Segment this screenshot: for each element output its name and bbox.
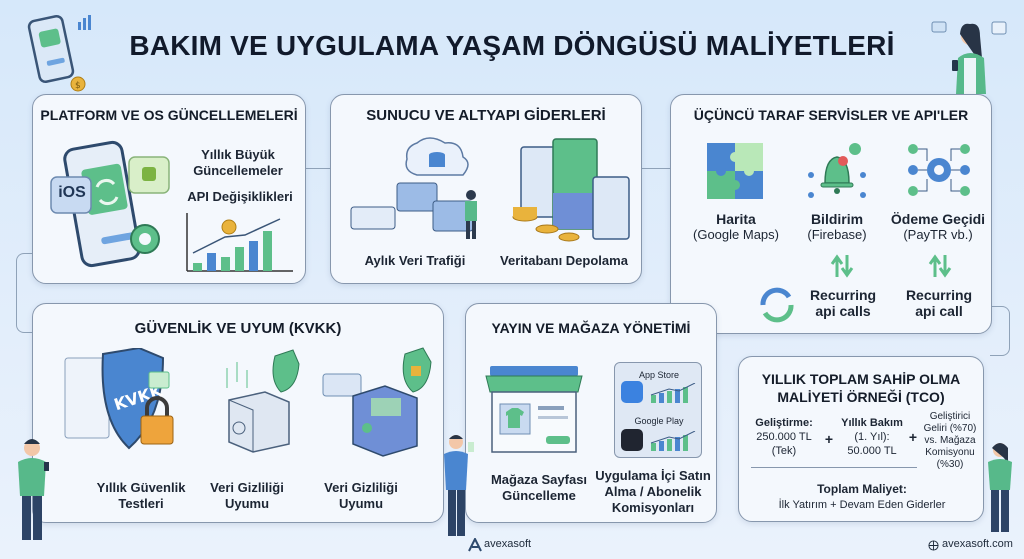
data-privacy-compliance-label: Veri Gizliliği Uyumu xyxy=(324,480,398,511)
sales-chart-icon xyxy=(649,383,697,403)
safe-shield-icon xyxy=(205,348,305,458)
app-store-icon xyxy=(621,381,643,403)
card-title: YAYIN VE MAĞAZA YÖNETİMİ xyxy=(491,320,691,336)
tco-title-line1: YILLIK TOPLAM SAHİP OLMA xyxy=(761,371,961,387)
puzzle-map-icon xyxy=(707,143,763,199)
avexasoft-logo-icon xyxy=(468,538,482,552)
tco-total-description: İlk Yatırım + Devam Eden Giderler xyxy=(778,499,946,511)
plus-sign: + xyxy=(824,431,834,447)
page-title: BAKIM VE UYGULAMA YAŞAM DÖNGÜSÜ MALİYETL… xyxy=(129,30,895,61)
service-provider-map: (Google Maps) xyxy=(693,227,779,242)
recurring-api-calls-label: Recurring api calls xyxy=(809,287,877,319)
tco-development-title: Geliştirme: xyxy=(755,417,813,429)
plus-sign: + xyxy=(908,429,918,445)
data-privacy-compliance-label: Veri Gizliliği Uyumu xyxy=(210,480,284,511)
database-storage-icon xyxy=(507,137,637,247)
secure-server-id-icon xyxy=(319,346,439,458)
phone-sync-icon xyxy=(45,139,175,274)
connector-line xyxy=(640,168,670,169)
storefront-icon xyxy=(484,364,584,459)
man-with-phone-illustration-icon xyxy=(10,436,54,548)
cloud-server-network-icon xyxy=(349,135,489,245)
thinking-woman-illustration-icon xyxy=(980,440,1020,536)
google-play-icon xyxy=(621,429,643,451)
growth-chart-icon xyxy=(185,213,295,275)
card-third-party-services: ÜÇÜNCÜ TARAF SERVİSLER VE API'LER Harita… xyxy=(670,94,992,334)
man-with-phone-illustration-icon xyxy=(442,430,478,540)
card-security-compliance: GÜVENLİK VE UYUM (KVKK) KVKK Yıl xyxy=(32,303,444,523)
app-stores-panel: App Store Google Play xyxy=(614,362,702,458)
service-name-payment: Ödeme Geçidi xyxy=(890,211,986,227)
tco-total-label: Toplam Maliyet: xyxy=(817,482,907,496)
payment-gateway-gear-icon xyxy=(907,141,971,199)
connector-line xyxy=(16,253,36,333)
service-name-notification: Bildirim xyxy=(810,211,864,227)
store-page-update-label: Mağaza Sayfası Güncelleme xyxy=(490,472,588,503)
footer-brand: avexasoft xyxy=(484,538,532,550)
recurring-cycle-icon xyxy=(757,287,797,323)
tco-development-amount: 250.000 TL xyxy=(756,431,812,443)
phone-illustration-icon: $ xyxy=(22,14,102,94)
card-title: PLATFORM VE OS GÜNCELLEMELERİ xyxy=(40,107,298,123)
card-tco-example: YILLIK TOPLAM SAHİP OLMA MALİYETİ ÖRNEĞİ… xyxy=(738,356,984,522)
service-name-map: Harita xyxy=(716,211,756,227)
kvkk-shield-lock-icon: KVKK xyxy=(59,348,189,458)
service-provider-notification: (Firebase) xyxy=(807,227,867,242)
up-down-arrows-icon xyxy=(829,253,855,279)
card-title: GÜVENLİK VE UYUM (KVKK) xyxy=(134,320,342,337)
woman-with-phone-illustration-icon xyxy=(930,14,1010,94)
sales-chart-icon xyxy=(649,431,697,451)
svg-text:$: $ xyxy=(75,81,81,91)
service-provider-payment: (PayTR vb.) xyxy=(903,227,973,242)
tco-revenue-split-l1: Geliştirici xyxy=(929,411,971,422)
api-changes-label: API Değişiklikleri xyxy=(187,189,293,204)
database-storage-label: Veritabanı Depolama xyxy=(500,253,628,268)
tco-maintenance-amount: 50.000 TL xyxy=(847,445,897,457)
app-store-label: App Store xyxy=(638,370,680,380)
in-app-purchase-commissions-label: Uygulama İçi Satın Alma / Abonelik Komis… xyxy=(595,468,711,515)
tco-maintenance-period: (1. Yıl): xyxy=(854,431,890,443)
monthly-data-traffic-label: Aylık Veri Trafiği xyxy=(364,253,466,268)
card-platform-updates: PLATFORM VE OS GÜNCELLEMELERİ iOS Yıllık… xyxy=(32,94,306,284)
card-title: SUNUCU VE ALTYAPI GİDERLERİ xyxy=(366,107,606,124)
tco-title-line2: MALİYETİ ÖRNEĞİ (TCO) xyxy=(777,389,945,405)
tco-maintenance-title: Yıllık Bakım xyxy=(841,417,903,429)
connector-line xyxy=(990,306,1010,356)
annual-security-tests-label: Yıllık Güvenlik Testleri xyxy=(96,480,186,511)
tco-revenue-split-l5: (%30) xyxy=(936,459,964,470)
divider xyxy=(751,467,917,468)
footer-website-link[interactable]: avexasoft.com xyxy=(942,538,1013,550)
tco-revenue-split-l3: vs. Mağaza xyxy=(924,435,976,446)
notification-bell-icon xyxy=(807,141,867,201)
card-title: ÜÇÜNCÜ TARAF SERVİSLER VE API'LER xyxy=(693,107,969,123)
up-down-arrows-icon xyxy=(927,253,953,279)
google-play-label: Google Play xyxy=(634,416,684,426)
globe-icon xyxy=(928,540,939,551)
card-store-management: YAYIN VE MAĞAZA YÖNETİMİ App Store Googl… xyxy=(465,303,717,523)
recurring-api-call-label: Recurring api call xyxy=(905,287,973,319)
tco-development-note: (Tek) xyxy=(771,445,797,457)
connector-line xyxy=(305,168,330,169)
tco-revenue-split-l4: Komisyonu xyxy=(925,447,975,458)
ios-badge: iOS xyxy=(58,184,86,201)
card-server-infrastructure: SUNUCU VE ALTYAPI GİDERLERİ Aylık Veri T… xyxy=(330,94,642,284)
tco-revenue-split-l2: Geliri (%70) xyxy=(923,423,977,434)
annual-major-updates-label: Yıllık Büyük Güncellemeler xyxy=(193,147,283,178)
